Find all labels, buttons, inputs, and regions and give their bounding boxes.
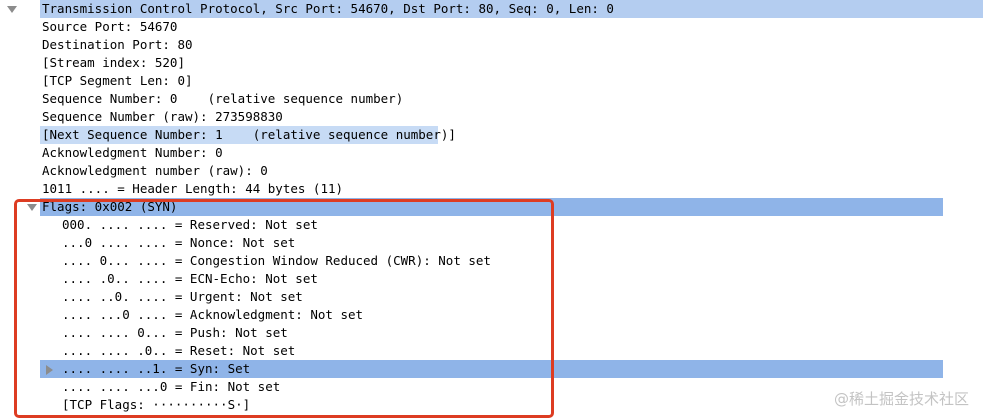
tree-row-label: 000. .... .... = Reserved: Not set xyxy=(62,217,318,232)
tree-row-label: Flags: 0x002 (SYN) xyxy=(42,199,178,214)
tree-row-label: ...0 .... .... = Nonce: Not set xyxy=(62,235,296,250)
tree-row-flag-nonce[interactable]: ...0 .... .... = Nonce: Not set xyxy=(0,234,983,252)
tree-row-label: [Stream index: 520] xyxy=(42,55,185,70)
tree-row-label: Transmission Control Protocol, Src Port:… xyxy=(42,1,614,16)
tree-row-label: .... .... .0.. = Reset: Not set xyxy=(62,343,296,358)
tree-row-label: [TCP Flags: ··········S·] xyxy=(62,397,251,412)
tree-row-source-port[interactable]: Source Port: 54670 xyxy=(0,18,983,36)
tree-row-destination-port[interactable]: Destination Port: 80 xyxy=(0,36,983,54)
tree-row-next-sequence-number[interactable]: [Next Sequence Number: 1 (relative seque… xyxy=(0,126,983,144)
tree-row-tcp-protocol-header[interactable]: Transmission Control Protocol, Src Port:… xyxy=(0,0,983,18)
tree-row-label: Acknowledgment number (raw): 0 xyxy=(42,163,268,178)
tree-row-flag-cwr[interactable]: .... 0... .... = Congestion Window Reduc… xyxy=(0,252,983,270)
tree-row-label: .... ...0 .... = Acknowledgment: Not set xyxy=(62,307,364,322)
tree-row-flags[interactable]: Flags: 0x002 (SYN) xyxy=(0,198,983,216)
tree-row-label: .... .... 0... = Push: Not set xyxy=(62,325,288,340)
tree-row-label: Sequence Number: 0 (relative sequence nu… xyxy=(42,91,404,106)
chevron-right-icon[interactable] xyxy=(46,365,53,375)
tree-row-label: 1011 .... = Header Length: 44 bytes (11) xyxy=(42,181,344,196)
chevron-down-icon[interactable] xyxy=(7,6,17,13)
tree-row-label: .... .... ..1. = Syn: Set xyxy=(62,361,251,376)
row-highlight xyxy=(40,126,438,144)
tree-row-flag-reset[interactable]: .... .... .0.. = Reset: Not set xyxy=(0,342,983,360)
row-highlight xyxy=(40,0,983,18)
tree-row-sequence-number-raw[interactable]: Sequence Number (raw): 273598830 xyxy=(0,108,983,126)
tree-row-flag-push[interactable]: .... .... 0... = Push: Not set xyxy=(0,324,983,342)
row-highlight xyxy=(40,360,943,378)
tree-row-acknowledgment-number[interactable]: Acknowledgment Number: 0 xyxy=(0,144,983,162)
watermark-text: @稀土掘金技术社区 xyxy=(833,390,969,408)
tree-row-label: .... ..0. .... = Urgent: Not set xyxy=(62,289,303,304)
tree-row-flag-reserved[interactable]: 000. .... .... = Reserved: Not set xyxy=(0,216,983,234)
tree-row-header-length[interactable]: 1011 .... = Header Length: 44 bytes (11) xyxy=(0,180,983,198)
tree-row-label: .... 0... .... = Congestion Window Reduc… xyxy=(62,253,491,268)
tree-row-acknowledgment-number-raw[interactable]: Acknowledgment number (raw): 0 xyxy=(0,162,983,180)
tree-row-label: Destination Port: 80 xyxy=(42,37,193,52)
tree-row-sequence-number[interactable]: Sequence Number: 0 (relative sequence nu… xyxy=(0,90,983,108)
tree-row-stream-index[interactable]: [Stream index: 520] xyxy=(0,54,983,72)
tree-row-tcp-flags-summary[interactable]: [TCP Flags: ··········S·] xyxy=(0,396,983,414)
tree-row-tcp-segment-len[interactable]: [TCP Segment Len: 0] xyxy=(0,72,983,90)
row-highlight xyxy=(40,198,943,216)
tree-row-flag-syn[interactable]: .... .... ..1. = Syn: Set xyxy=(0,360,983,378)
tree-row-flag-urgent[interactable]: .... ..0. .... = Urgent: Not set xyxy=(0,288,983,306)
tree-row-flag-fin[interactable]: .... .... ...0 = Fin: Not set xyxy=(0,378,983,396)
tree-row-label: Acknowledgment Number: 0 xyxy=(42,145,223,160)
tree-row-flag-ecn-echo[interactable]: .... .0.. .... = ECN-Echo: Not set xyxy=(0,270,983,288)
chevron-down-icon[interactable] xyxy=(27,204,37,211)
tree-row-flag-acknowledgment[interactable]: .... ...0 .... = Acknowledgment: Not set xyxy=(0,306,983,324)
tree-row-label: Sequence Number (raw): 273598830 xyxy=(42,109,283,124)
tree-row-label: [Next Sequence Number: 1 (relative seque… xyxy=(42,127,456,142)
tree-row-label: .... .... ...0 = Fin: Not set xyxy=(62,379,281,394)
tree-row-label: .... .0.. .... = ECN-Echo: Not set xyxy=(62,271,318,286)
tree-row-label: Source Port: 54670 xyxy=(42,19,178,34)
tree-row-label: [TCP Segment Len: 0] xyxy=(42,73,193,88)
